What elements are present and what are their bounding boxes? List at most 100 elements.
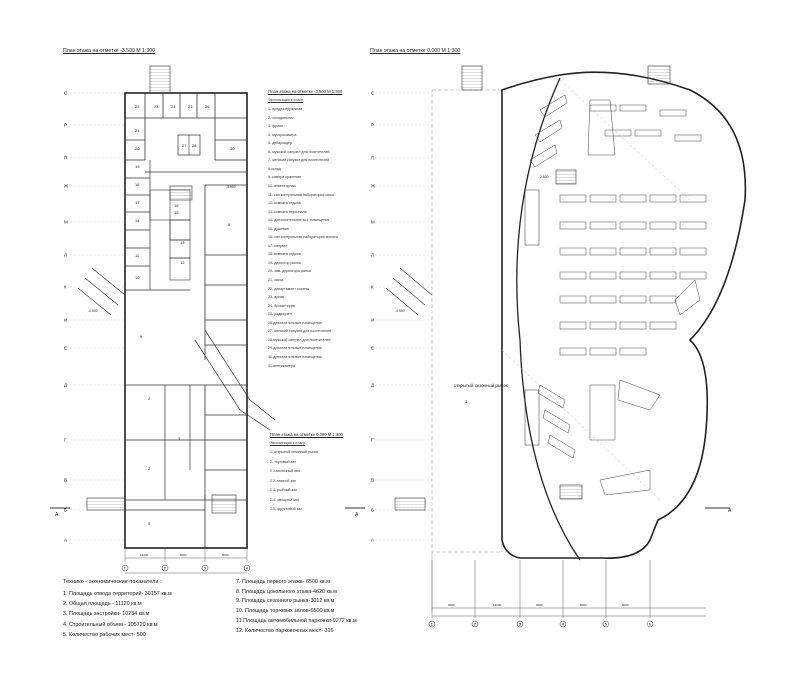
legend-basement-item: 31-вентикамера <box>268 363 295 368</box>
room-number: 9 <box>140 334 143 339</box>
section-mark-right: А <box>728 508 732 514</box>
market-stall <box>619 194 647 203</box>
elevation-entry-right: -0.500 <box>395 309 405 313</box>
legend-basement-item: 8-склад <box>268 166 281 171</box>
market-stall <box>559 321 587 330</box>
row-axis-label: П <box>371 156 374 161</box>
dimension-label: 12000 <box>493 603 502 607</box>
room-label-2a: 2 <box>148 396 151 401</box>
tep-left-item: 5. Количество рабочих мест- 500 <box>63 631 146 638</box>
legend-basement-item: 13- комната персонала <box>268 209 307 214</box>
market-stall <box>659 109 687 117</box>
dimension-label: 6000 <box>622 603 629 607</box>
legend-basement-title: План этажа на отметке -3.500 М 1:300 <box>268 89 343 94</box>
market-stall <box>619 221 647 230</box>
market-stall <box>559 221 587 230</box>
dimension-label: 6000 <box>536 603 543 607</box>
col-axis-label: 1 <box>124 566 127 571</box>
market-stall <box>589 194 617 203</box>
room-number: 30 <box>230 146 235 151</box>
dimension-label: 12000 <box>140 553 149 557</box>
room-label-2b: 2 <box>148 466 151 471</box>
row-axis-label: Е <box>371 346 374 351</box>
room-number: 15 <box>174 210 179 215</box>
row-axis-label: Е <box>64 346 67 351</box>
market-stall <box>589 271 617 280</box>
row-axis-label: А <box>64 538 67 543</box>
legend-basement-item: 21- касса <box>268 278 284 282</box>
room-number: 14 <box>135 218 140 223</box>
legend-basement-item: 14- дополнительное хоз. помещения <box>268 218 330 223</box>
row-axis-label: А <box>371 538 374 543</box>
market-stall <box>649 295 677 304</box>
col-axis-label: 3 <box>204 566 207 571</box>
legend-basement-item: 27- женский санузел для посетителей <box>268 329 332 334</box>
dimension-label: 6000 <box>222 553 229 557</box>
market-stall <box>679 271 707 280</box>
legend-basement-item: 17- санузел <box>268 243 288 248</box>
legend-basement-item: 18- комната отдыха <box>268 252 301 257</box>
market-stall <box>559 271 587 280</box>
legend-basement-item: 19- директор рынка <box>268 260 301 265</box>
room-number: 13 <box>180 240 185 245</box>
room-number: 10 <box>135 275 140 280</box>
row-axis-label: Б <box>64 508 67 513</box>
legend-basement-item: 29-дополнительные помещения <box>268 346 322 351</box>
market-stall <box>559 347 587 356</box>
room-number: 20 <box>135 146 140 151</box>
legend-ground-title: План этажа на отметке 0.000 М 1:300 <box>270 432 343 437</box>
legend-basement-item: 23- архив <box>268 295 284 300</box>
legend-basement-item: 11- сан.контрольная лаборатория мяса <box>268 192 334 197</box>
room-number: 21 <box>135 128 140 133</box>
tep-left-item: 3. Площадь застройки- 10234 кв.м <box>63 611 150 618</box>
legend-basement-item: 1- предразгрузочная <box>268 107 303 111</box>
legend-basement-item: 9- камера хранения <box>268 175 302 180</box>
legend-basement-item: 16- сан.контрольная лаборатория молока <box>268 235 338 240</box>
legend-ground-item: 2- торговый зал <box>270 459 297 464</box>
tep-right-item: 9. Площадь сезонного рынка-3012 кв.м <box>236 598 335 605</box>
market-stall <box>589 295 617 304</box>
room-label-5: 5 <box>148 521 151 526</box>
market-stall <box>679 221 707 230</box>
tep-left-item: 1. Площадь отвода территорий- 30157 кв.м <box>63 591 172 597</box>
market-stall <box>559 194 587 203</box>
tep-right-item: 11.Площадь автомобильной парковки-9272 к… <box>236 617 357 624</box>
market-stall <box>619 271 647 280</box>
legend-basement-item: 2- холодильник <box>268 115 294 120</box>
room-number: 16 <box>174 203 179 208</box>
market-stall <box>604 129 632 137</box>
row-axis-label: Г <box>371 438 374 443</box>
row-axis-label: В <box>371 478 374 483</box>
col-axis-label: 5 <box>605 622 608 627</box>
dimension-label: 6000 <box>180 553 187 557</box>
legend-basement-item: 6- мужской санузел для посетителей <box>268 149 330 154</box>
row-axis-label: Л <box>371 253 374 258</box>
legend-basement-item: 15- душевая <box>268 226 289 231</box>
market-stall <box>649 321 677 330</box>
elevation-basement: -3.500 <box>226 185 236 189</box>
section-mark-left: А <box>55 512 59 518</box>
row-axis-label: П <box>64 156 67 161</box>
legend-ground-item: 2.5- фруктовый зал <box>270 507 303 511</box>
market-stall <box>619 104 647 112</box>
market-stall <box>589 221 617 230</box>
row-axis-label: Д <box>371 383 374 388</box>
basement-plan <box>50 65 365 574</box>
legend-ground-item: 2.3- рыбный зал <box>270 488 298 492</box>
legend-basement-item: 5- дебаркадер <box>268 141 292 146</box>
row-axis-label: Ж <box>64 184 69 189</box>
market-stall <box>589 104 617 112</box>
tep-right-item: 8. Площадь цокольного этажа-4620 кв.м <box>236 588 337 595</box>
market-stall <box>674 134 702 142</box>
ground-plan <box>375 65 747 628</box>
room-number: 22 <box>135 104 140 109</box>
legend-ground-subtitle: Экспликация к плану <box>270 441 306 445</box>
legend-basement-item: 7- женский санузел для посетителей <box>268 158 330 163</box>
col-axis-label: 6 <box>649 622 652 627</box>
col-axis-label: 4 <box>562 622 565 627</box>
basement-plan-title: План этажа на отметке -3.500 М 1:300 <box>63 48 156 54</box>
row-axis-label: С <box>64 91 68 96</box>
room-number: 23 <box>154 104 159 109</box>
room-number: 8 <box>228 222 231 227</box>
